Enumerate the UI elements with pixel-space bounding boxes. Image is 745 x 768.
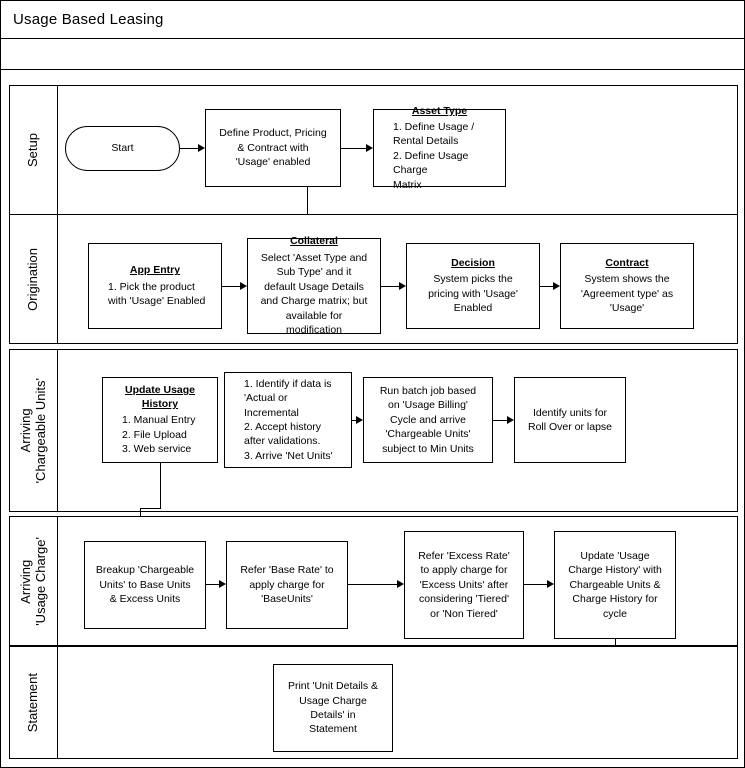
arrowhead-contract (553, 282, 560, 290)
node-update-usage-charge-history[interactable]: Update 'Usage Charge History' with Charg… (554, 531, 676, 639)
arrowhead-decision (399, 282, 406, 290)
lane-label-chargeable-units-text: Arriving 'Chargeable Units' (17, 377, 48, 484)
lane-label-setup: Setup (10, 86, 58, 214)
node-breakup-units[interactable]: Breakup 'Chargeable Units' to Base Units… (84, 541, 206, 629)
title-spacer-band (1, 39, 744, 70)
node-app-entry-body: 1. Pick the product with 'Usage' Enabled (108, 280, 206, 308)
lane-label-origination: Origination (10, 215, 58, 343)
node-refer-base-rate[interactable]: Refer 'Base Rate' to apply charge for 'B… (226, 541, 348, 629)
connector-identify-to-batch (352, 420, 356, 421)
node-start[interactable]: Start (65, 126, 180, 171)
arrowhead-refer-base-rate (219, 580, 226, 588)
connector-define-product-to-asset-type (341, 148, 366, 149)
arrowhead-update-charge-history (547, 580, 554, 588)
node-identify-units-body: Identify units for Roll Over or lapse (527, 406, 613, 433)
lane-label-origination-text: Origination (25, 247, 41, 311)
node-app-entry[interactable]: App Entry 1. Pick the product with 'Usag… (88, 243, 222, 329)
node-update-usage-charge-history-body: Update 'Usage Charge History' with Charg… (568, 549, 662, 620)
connector-chargeable-down-h (140, 508, 161, 509)
connector-breakup-to-base-rate (206, 584, 219, 585)
node-asset-type-body: 1. Define Usage / Rental Details 2. Defi… (393, 120, 475, 191)
lane-label-statement: Statement (10, 647, 58, 758)
node-print-statement-body: Print 'Unit Details & Usage Charge Detai… (287, 680, 379, 736)
connector-decision-to-contract (540, 286, 553, 287)
connector-usagecharge-down-v1 (615, 639, 616, 651)
node-breakup-units-body: Breakup 'Chargeable Units' to Base Units… (95, 564, 195, 606)
connector-chargeable-down-v1 (160, 463, 161, 508)
page-title: Usage Based Leasing (13, 11, 164, 28)
node-decision-body: System picks the pricing with 'Usage' En… (428, 273, 518, 315)
connector-app-entry-to-collateral (222, 286, 240, 287)
arrowhead-run-batch-job (356, 416, 363, 424)
node-refer-excess-rate[interactable]: Refer 'Excess Rate' to apply charge for … (404, 531, 524, 639)
node-identify-units[interactable]: Identify units for Roll Over or lapse (514, 377, 626, 463)
connector-excess-rate-to-charge-history (524, 584, 547, 585)
node-contract-body: System shows the 'Agreement type' as 'Us… (580, 273, 674, 315)
node-identify-data[interactable]: 1. Identify if data is 'Actual or Increm… (224, 372, 352, 468)
node-contract[interactable]: Contract System shows the 'Agreement typ… (560, 243, 694, 329)
arrowhead-collateral-left (240, 282, 247, 290)
node-define-product-body: Define Product, Pricing & Contract with … (219, 127, 327, 169)
connector-setup-to-origination (307, 187, 308, 237)
node-asset-type-header: Asset Type (411, 104, 468, 117)
lane-label-usage-charge-text: Arriving 'Usage Charge' (17, 536, 48, 626)
lane-label-setup-text: Setup (25, 133, 41, 167)
node-refer-excess-rate-body: Refer 'Excess Rate' to apply charge for … (418, 549, 510, 620)
node-update-usage-history-header: Update Usage History (124, 384, 196, 411)
arrowhead-refer-excess-rate (397, 580, 404, 588)
node-refer-base-rate-body: Refer 'Base Rate' to apply charge for 'B… (240, 564, 334, 606)
node-collateral[interactable]: Collateral Select 'Asset Type and Sub Ty… (247, 235, 381, 336)
node-contract-header: Contract (605, 257, 649, 270)
connector-collateral-to-decision (381, 286, 399, 287)
arrowhead-asset-type (366, 144, 373, 152)
node-print-statement[interactable]: Print 'Unit Details & Usage Charge Detai… (273, 664, 393, 752)
connector-batch-to-identify-units (493, 420, 507, 421)
lane-label-chargeable-units: Arriving 'Chargeable Units' (10, 350, 58, 511)
lane-label-statement-text: Statement (25, 672, 41, 733)
arrowhead-define-product (198, 144, 205, 152)
node-collateral-header: Collateral (290, 235, 338, 248)
lane-label-usage-charge: Arriving 'Usage Charge' (10, 517, 58, 645)
node-decision[interactable]: Decision System picks the pricing with '… (406, 243, 540, 329)
node-run-batch-job[interactable]: Run batch job based on 'Usage Billing' C… (363, 377, 493, 463)
node-identify-data-body: 1. Identify if data is 'Actual or Increm… (244, 377, 333, 462)
node-update-usage-history-body: 1. Manual Entry 2. File Upload 3. Web se… (122, 414, 196, 456)
node-app-entry-header: App Entry (129, 264, 181, 277)
connector-start-to-define-product (180, 148, 198, 149)
page-title-bar: Usage Based Leasing (1, 1, 744, 39)
node-update-usage-history[interactable]: Update Usage History 1. Manual Entry 2. … (102, 377, 218, 463)
connector-base-rate-to-excess-rate (348, 584, 397, 585)
node-run-batch-job-body: Run batch job based on 'Usage Billing' C… (379, 384, 477, 455)
arrowhead-identify-units (507, 416, 514, 424)
node-asset-type[interactable]: Asset Type 1. Define Usage / Rental Deta… (373, 105, 506, 191)
node-decision-header: Decision (451, 257, 495, 270)
node-start-label: Start (111, 142, 134, 155)
node-collateral-body: Select 'Asset Type and Sub Type' and it … (260, 251, 368, 337)
node-define-product[interactable]: Define Product, Pricing & Contract with … (205, 109, 341, 187)
